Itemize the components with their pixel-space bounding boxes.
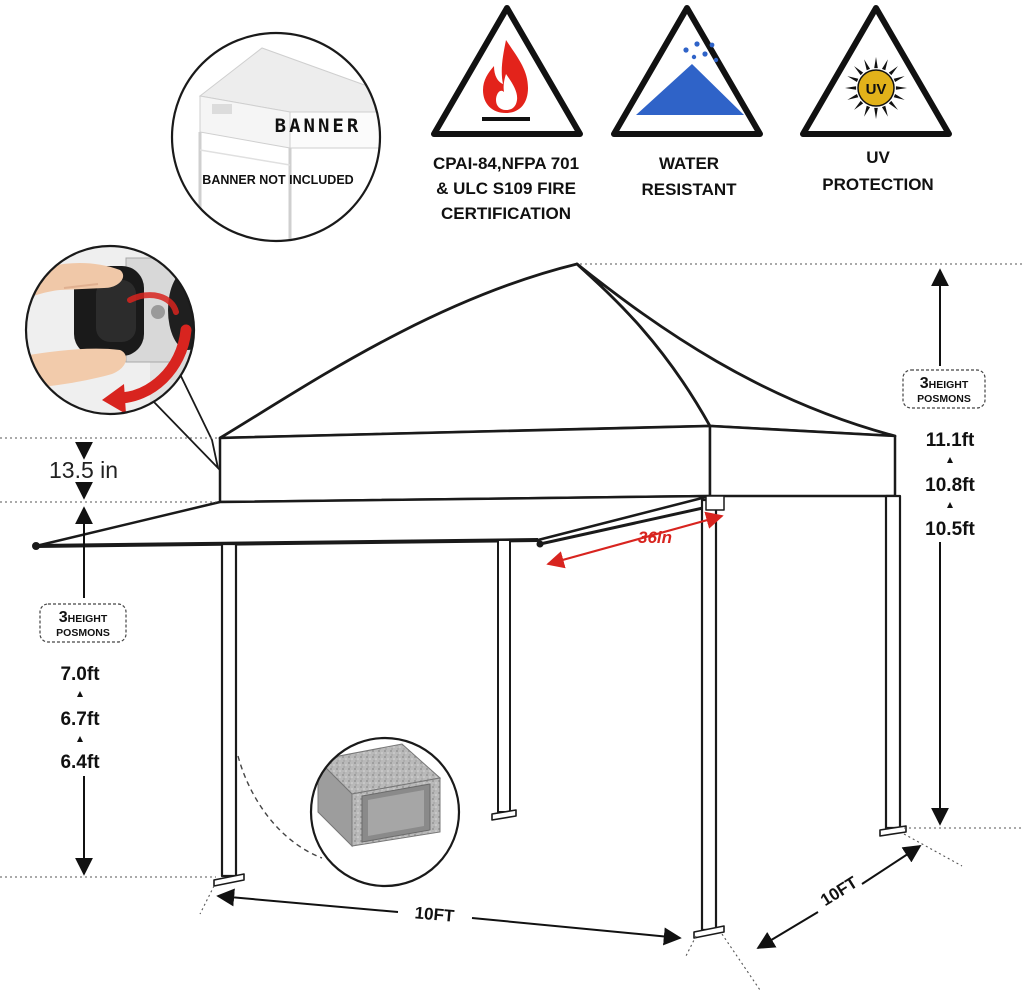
sun-ray (895, 86, 907, 90)
eave-badge-big: 3 (59, 609, 68, 626)
valance-front (218, 424, 712, 504)
knob-inset (24, 244, 220, 471)
cert-water-line-2: RESISTANT (641, 180, 737, 199)
sun-ray (888, 66, 898, 76)
sun-ray (881, 105, 888, 117)
leg-back-right (884, 494, 902, 830)
roof-side (575, 262, 897, 438)
peak-height-3: 10.5ft (925, 519, 975, 540)
sun-ray (874, 107, 878, 119)
sun-ray (888, 100, 898, 110)
svg-text:3HEIGHT: 3HEIGHT (920, 375, 969, 392)
peak-height-badge: 3HEIGHT POSMONS (902, 369, 986, 409)
depth-label: 10FT (817, 872, 861, 909)
sun-ray (864, 105, 871, 117)
roof-front (218, 262, 712, 440)
peak-badge-line1: HEIGHT (929, 379, 969, 391)
sun-ray (845, 86, 857, 90)
sun-ray (854, 100, 864, 110)
eave-height-2: 6.7ft (60, 709, 100, 730)
cert-uv: UV UV PROTECTION (800, 5, 952, 194)
leg-front-left (220, 542, 238, 878)
eave-height-1: 7.0ft (60, 664, 100, 685)
uv-badge: UV (866, 81, 887, 98)
awning (34, 494, 712, 548)
guide-lines (0, 263, 1024, 991)
water-resistant-icon (636, 41, 744, 115)
leg-front-right (700, 498, 718, 932)
dimension-arrows (75, 268, 949, 949)
sun-ray (874, 57, 878, 69)
uv-sun-icon: UV (845, 57, 907, 119)
width-label: 10FT (414, 903, 456, 925)
awning-depth-label: 36in (638, 528, 672, 547)
canopy-drawing (32, 262, 907, 939)
flame-icon (482, 40, 530, 121)
sun-ray (893, 93, 905, 100)
cert-fire: CPAI-84,NFPA 701 & ULC S109 FIRE CERTIFI… (431, 5, 583, 223)
cert-uv-line-2: PROTECTION (822, 175, 933, 194)
banner-word: BANNER (275, 115, 362, 137)
cert-fire-line-2: & ULC S109 FIRE (436, 179, 576, 198)
banner-inset: BANNER BANNER NOT INCLUDED (170, 31, 382, 243)
eave-height-badge: 3HEIGHT POSMONS (39, 603, 127, 643)
valance-height-label: 13.5 in (49, 457, 118, 483)
tube-inset (237, 736, 461, 888)
svg-text:3HEIGHT: 3HEIGHT (59, 609, 108, 626)
cert-water-line-1: WATER (659, 154, 719, 173)
peak-badge-line2: POSMONS (917, 393, 971, 405)
valance-side (708, 424, 897, 498)
cert-fire-line-3: CERTIFICATION (441, 204, 571, 223)
leg-back-left (497, 539, 511, 813)
banner-note: BANNER NOT INCLUDED (202, 173, 353, 187)
sun-ray (847, 93, 859, 100)
cert-water: WATER RESISTANT (611, 5, 763, 199)
cert-uv-line-1: UV (866, 148, 890, 167)
eave-badge-line1: HEIGHT (68, 613, 108, 625)
eave-badge-line2: POSMONS (56, 627, 110, 639)
sun-ray (881, 59, 888, 71)
peak-height-2: 10.8ft (925, 475, 975, 496)
sun-ray (893, 76, 905, 83)
awning-depth-arrow (546, 511, 724, 569)
sun-ray (854, 66, 864, 76)
sun-ray (864, 59, 871, 71)
sun-ray (847, 76, 859, 83)
peak-height-1: 11.1ft (926, 430, 975, 451)
eave-height-3: 6.4ft (60, 752, 100, 773)
cert-fire-line-1: CPAI-84,NFPA 701 (433, 154, 579, 173)
peak-badge-big: 3 (920, 375, 929, 392)
